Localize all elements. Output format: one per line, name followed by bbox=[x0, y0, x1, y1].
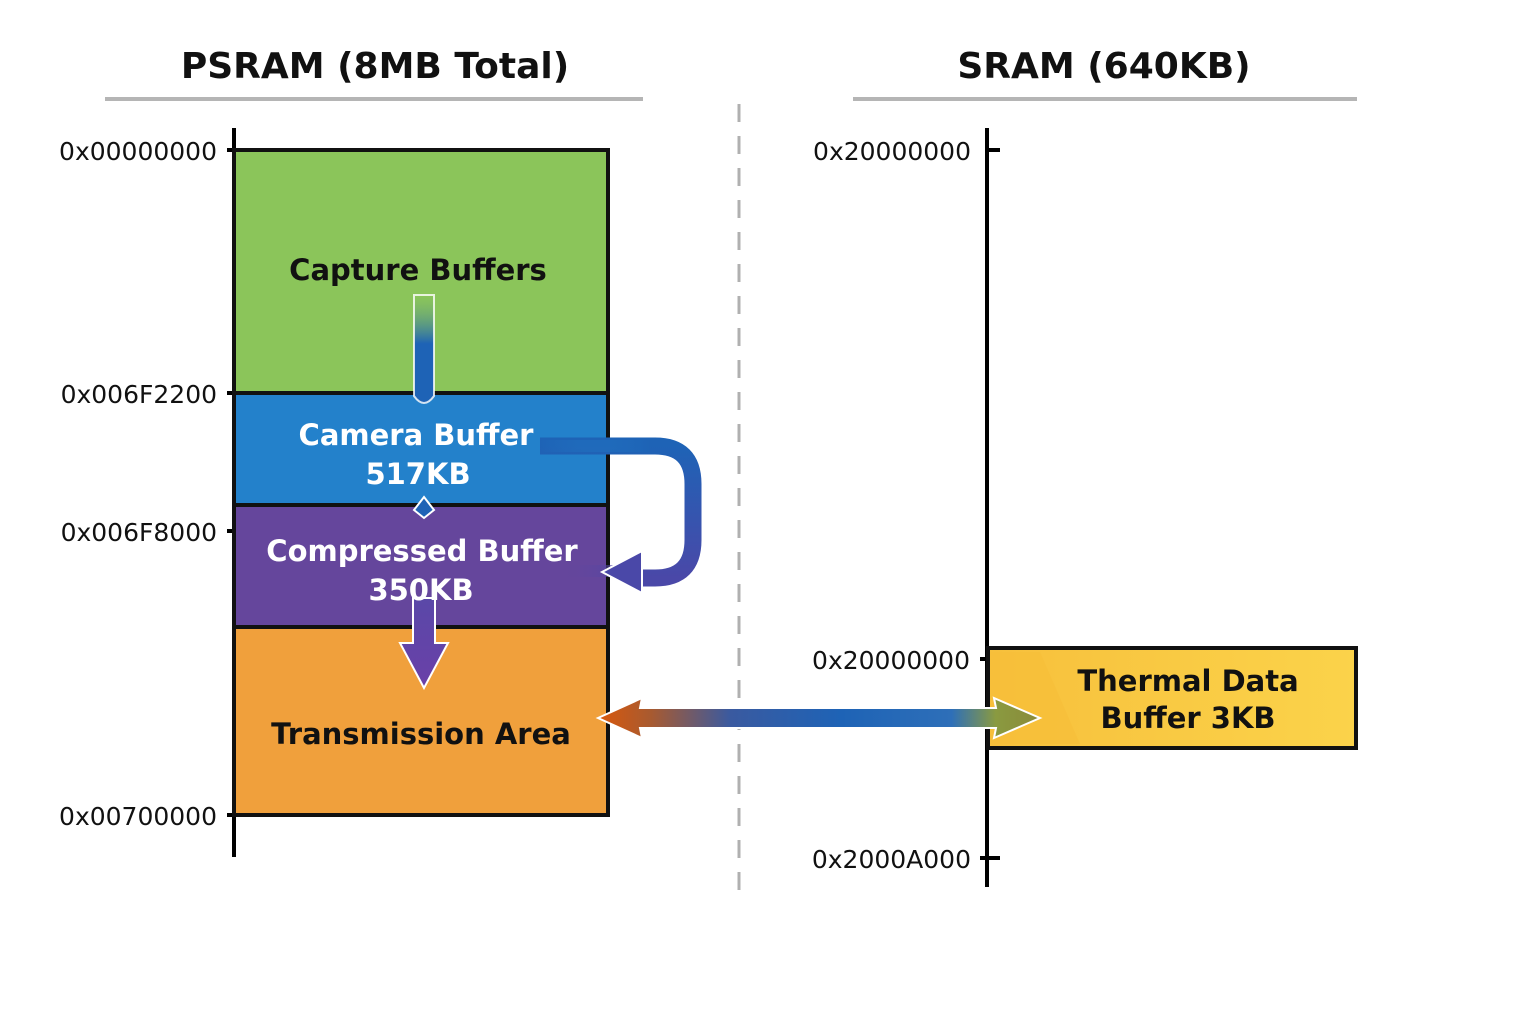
psram-title: PSRAM (8MB Total) bbox=[181, 46, 569, 87]
camera-buffer-label: Camera Buffer bbox=[299, 418, 535, 452]
psram-address-label: 0x00700000 bbox=[59, 802, 217, 831]
sram-title: SRAM (640KB) bbox=[957, 46, 1250, 87]
connector-diamond-icon bbox=[412, 495, 436, 520]
camera-to-compressed-loop-arrow bbox=[540, 437, 702, 595]
capture-buffers-label: Capture Buffers bbox=[289, 253, 547, 287]
psram-address-label: 0x006F8000 bbox=[61, 518, 217, 547]
compressed-to-transmission-arrow bbox=[398, 597, 450, 691]
thermal-buffer-size: Buffer 3KB bbox=[1100, 701, 1275, 735]
transmission-area-label: Transmission Area bbox=[271, 717, 571, 751]
compressed-buffer-label: Compressed Buffer bbox=[266, 534, 578, 568]
sram-address-label: 0x20000000 bbox=[812, 646, 970, 675]
camera-buffer-size: 517KB bbox=[365, 457, 470, 491]
thermal-buffer-label: Thermal Data bbox=[1077, 664, 1298, 698]
transmission-thermal-bidirectional-arrow bbox=[595, 696, 1043, 740]
psram-address-label: 0x006F2200 bbox=[61, 380, 217, 409]
sram-address-label: 0x20000000 bbox=[813, 137, 971, 166]
capture-to-camera-arrow bbox=[413, 294, 435, 404]
psram-address-label: 0x00000000 bbox=[59, 137, 217, 166]
sram-address-label: 0x2000A000 bbox=[812, 845, 971, 874]
compressed-buffer-size: 350KB bbox=[368, 573, 473, 607]
